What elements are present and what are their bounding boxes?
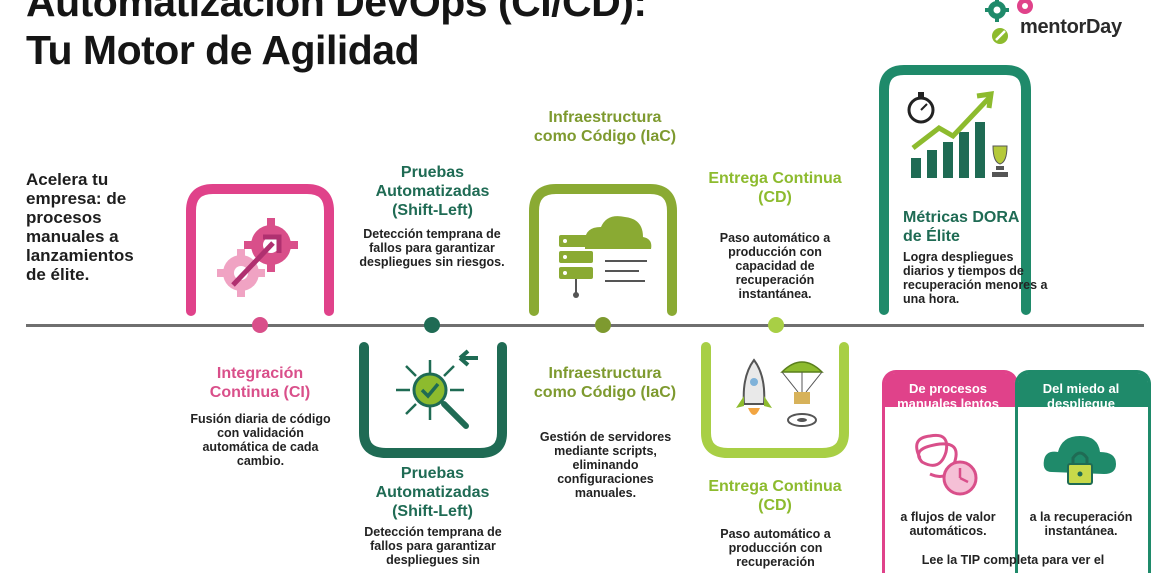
cd-panel-frame [701,342,849,458]
card-left-caption: a flujos de valor automáticos. [900,510,996,538]
card-left-header: De procesos manuales lentos [897,381,999,411]
timeline-dot-tests [424,317,440,333]
title-line-2: Tu Motor de Agilidad [26,27,420,73]
dora-panel-frame [879,65,1031,315]
timeline-line [26,324,1144,327]
cloud-servers-icon [559,216,652,298]
iac-title-top: Infraestructura como Código (IaC) [533,109,677,145]
cards-footer-text: Lee la TIP completa para ver el [921,553,1105,567]
card-manual-processes [882,370,1018,573]
gears-arrow-icon [217,218,298,297]
card-right-caption: a la recuperación instantánea. [1029,510,1133,538]
tangled-clock-icon [915,433,978,496]
ci-title: Integración Continua (CI) [209,365,311,401]
timeline-dot-iac [595,317,611,333]
cd-description-bottom: Paso automático a producción con recuper… [720,527,831,569]
ci-description: Fusión diaria de código con validación a… [190,412,331,468]
dora-title: Métricas DORA de Élite [903,209,1019,245]
growth-chart-icon [907,91,1008,178]
page-title: Automatización DevOps (CI/CD): Tu Motor … [26,0,647,74]
title-line-1: Automatización DevOps (CI/CD): [26,0,647,25]
timeline-dot-cd [768,317,784,333]
tests-panel-frame [359,342,507,458]
intro-text: Acelera tu empresa: de procesos manuales… [26,170,134,284]
iac-description-bottom: Gestión de servidores mediante scripts, … [539,430,672,500]
brand-name: mentorDay [1020,16,1122,38]
iac-title-bottom: Infraestructura como Código (IaC) [533,365,677,401]
mentorday-logo-icon [985,0,1033,44]
iac-panel-frame [529,184,677,316]
cloud-lock-icon [1043,436,1116,485]
cd-description-top: Paso automático a producción con capacid… [719,231,831,301]
cd-title-bottom: Entrega Continua (CD) [708,478,842,514]
circuit-check-icon [396,349,478,429]
tests-description-top: Detección temprana de fallos para garant… [359,227,505,269]
dora-description: Logra despliegues diarios y tiempos de r… [903,250,1048,306]
tests-description-bottom: Detección temprana de fallos para garant… [364,525,502,567]
card-right-header: Del miedo al despliegue [1042,381,1120,411]
tests-title-bottom: Pruebas Automatizadas (Shift-Left) [375,465,490,520]
rocket-parachute-icon [736,358,824,427]
tests-title-top: Pruebas Automatizadas (Shift-Left) [375,164,490,219]
timeline-dot-ci [252,317,268,333]
ci-panel-frame [186,184,334,316]
cd-title-top: Entrega Continua (CD) [708,170,842,206]
